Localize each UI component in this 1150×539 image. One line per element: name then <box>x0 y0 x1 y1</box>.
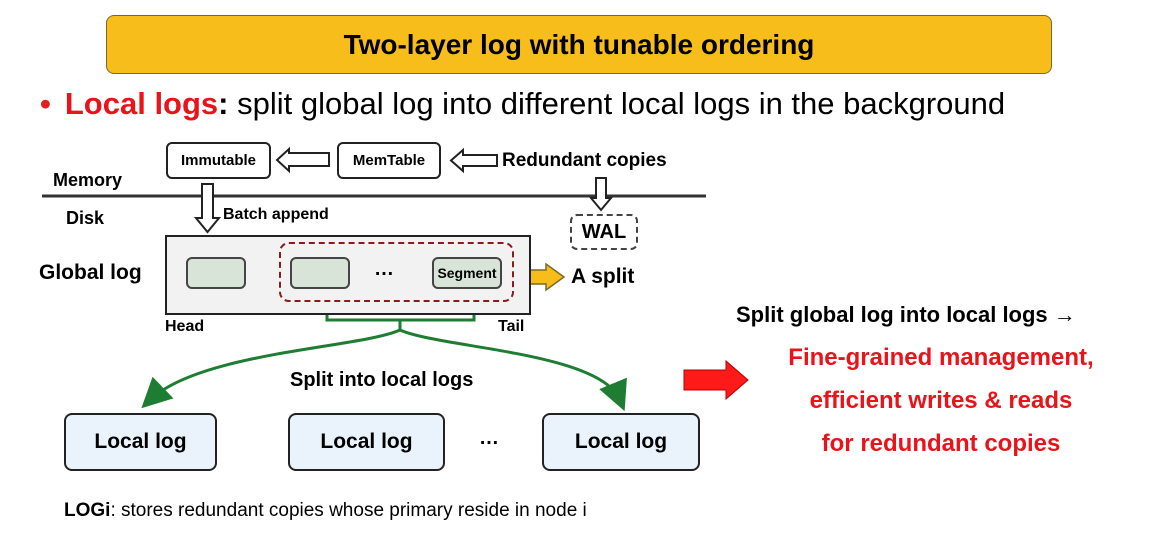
local-log-3: Local log <box>542 413 700 471</box>
local-log-2: Local log <box>288 413 445 471</box>
memory-label: Memory <box>53 170 123 190</box>
copies-to-wal-arrow-icon <box>588 177 614 212</box>
split-group <box>279 242 514 302</box>
memtable-label: MemTable <box>352 152 426 169</box>
disk-label: Disk <box>66 208 105 228</box>
copies-to-memtable-arrow-icon <box>449 147 498 174</box>
conclusion-line-3: for redundant copies <box>821 430 1061 457</box>
immutable-box: Immutable <box>166 142 271 179</box>
memtable-box: MemTable <box>337 142 441 179</box>
segment-ellipsis: … <box>374 258 394 280</box>
footnote-text: : stores redundant copies whose primary … <box>110 500 587 521</box>
page-title: Two-layer log with tunable ordering <box>343 28 815 60</box>
conclusion-header-text: Split global log into local logs <box>736 302 1048 327</box>
conclusion-header: Split global log into local logs → <box>736 302 1076 328</box>
local-log-ellipsis: … <box>479 427 499 449</box>
local-log-3-label: Local log <box>574 430 668 453</box>
footnote-term: LOGi <box>64 500 111 521</box>
split-suffix: into local logs <box>333 369 474 391</box>
split-arrow-right <box>399 328 627 412</box>
local-log-1-label: Local log <box>94 430 187 453</box>
footnote: LOGi: stores redundant copies whose prim… <box>64 500 587 522</box>
head-label: Head <box>165 318 205 335</box>
segment-label: Segment <box>437 265 497 281</box>
split-arrow-left <box>141 328 401 409</box>
segment-block-1 <box>186 257 246 289</box>
tail-label: Tail <box>498 318 525 335</box>
title-banner: Two-layer log with tunable ordering <box>106 15 1052 74</box>
right-arrow-icon: → <box>1053 302 1076 327</box>
local-log-1: Local log <box>64 413 217 471</box>
conclusion-arrow-icon <box>683 359 749 401</box>
segment-block-2 <box>290 257 350 289</box>
batch-append-label: Batch append <box>223 206 329 223</box>
conclusion-line-1: Fine-grained management, <box>788 344 1094 371</box>
bullet-term: Local logs <box>64 86 219 121</box>
split-into-label: Split into local logs <box>290 369 473 392</box>
wal-box: WAL <box>570 214 638 250</box>
immutable-label: Immutable <box>180 152 256 169</box>
wal-label: WAL <box>581 220 627 243</box>
batch-append-arrow-icon <box>193 183 222 234</box>
global-log-label: Global log <box>39 261 142 284</box>
bullet-dot-icon: • <box>40 86 51 121</box>
a-split-label: A split <box>571 265 635 288</box>
memtable-to-immutable-arrow-icon <box>275 146 330 174</box>
bullet-text: split global log into different local lo… <box>228 86 1006 121</box>
split-word: Split <box>290 369 334 391</box>
bullet-line: • Local logs: split global log into diffe… <box>40 86 1005 122</box>
conclusion-line-2: efficient writes & reads <box>809 387 1073 414</box>
segment-block-3: Segment <box>432 257 502 289</box>
redundant-copies-label: Redundant copies <box>502 150 667 171</box>
local-log-2-label: Local log <box>320 430 413 453</box>
bullet-colon: : <box>218 86 229 121</box>
